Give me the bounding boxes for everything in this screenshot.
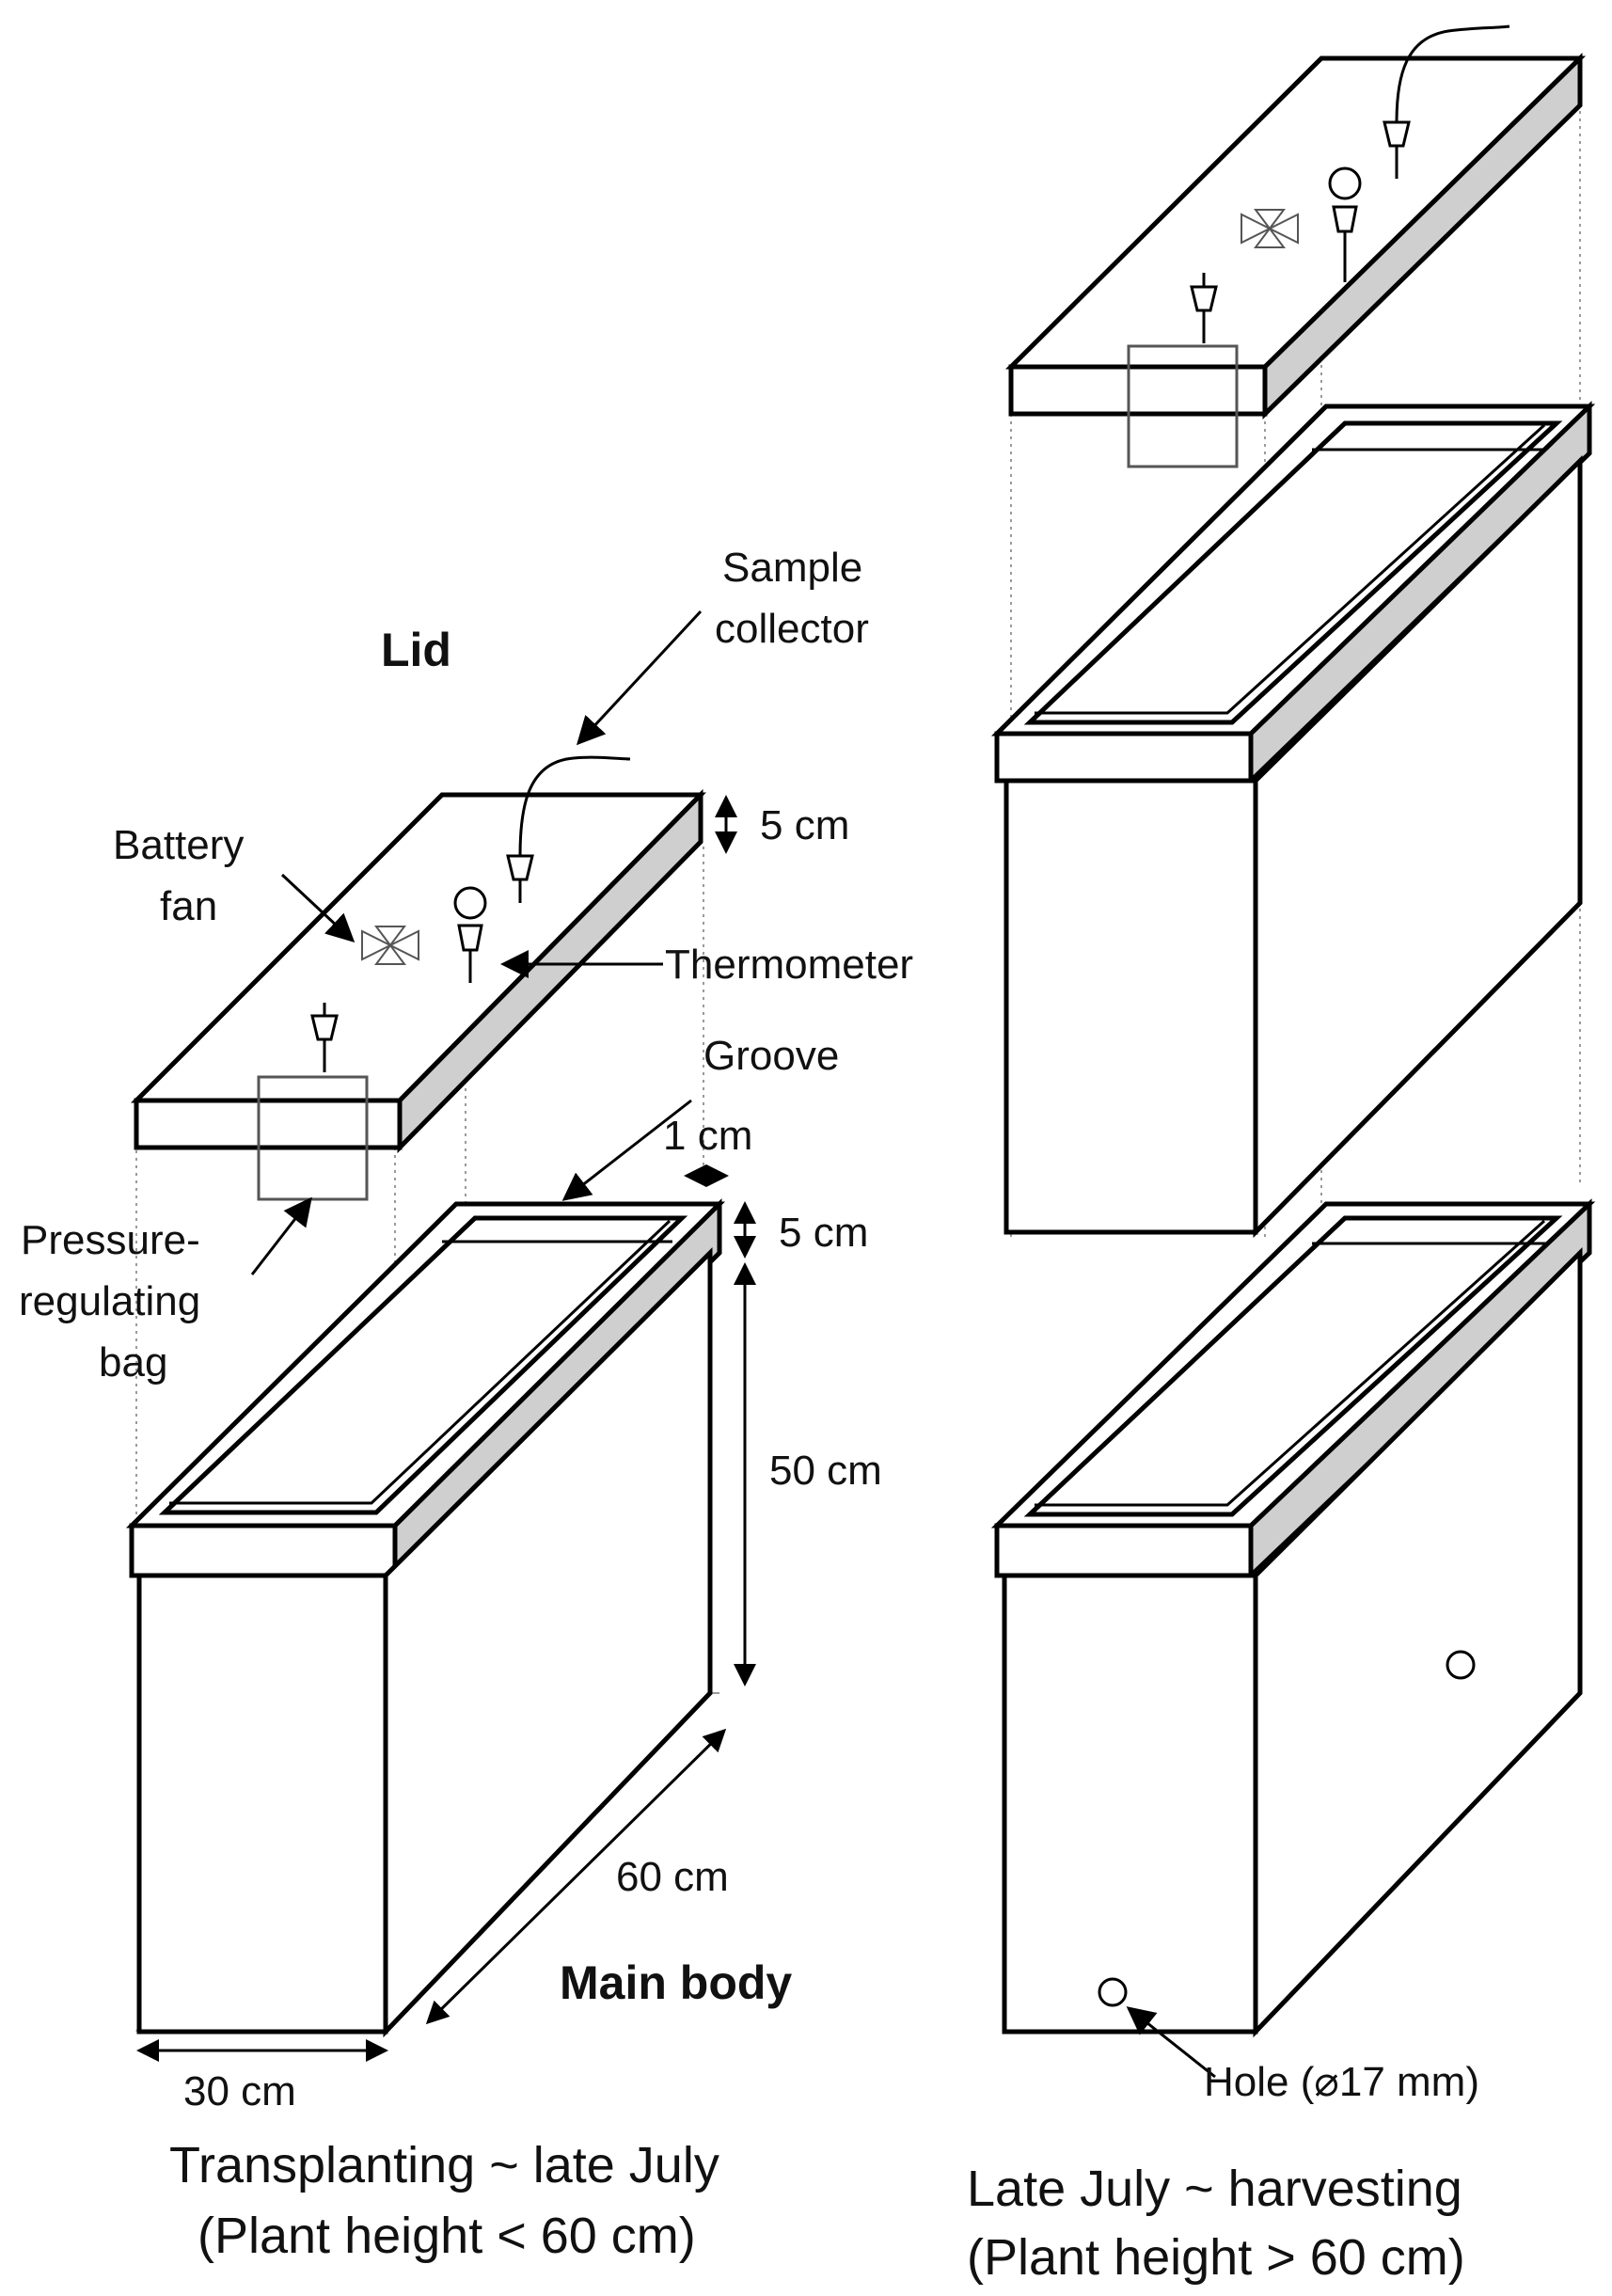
rim-height-dim: 5 cm [779,1210,868,1256]
right-main-body [990,1198,1596,2038]
body-height-dim: 50 cm [769,1448,882,1494]
battery-fan-label-2: fan [160,883,217,929]
sample-collector-label-1: Sample [722,545,862,591]
width-dim: 30 cm [183,2068,296,2114]
left-caption-2: (Plant height < 60 cm) [198,2208,696,2264]
lid-height-dim: 5 cm [760,802,849,848]
main-body-label: Main body [560,1956,792,2009]
pressure-bag-label-3: bag [99,1339,167,1386]
right-lid-top [1004,55,1587,370]
length-dim: 60 cm [616,1854,729,1900]
left-lid [130,755,706,1524]
lid-label: Lid [381,624,451,676]
groove-label: Groove [703,1033,839,1079]
lid-front-face [134,1098,403,1150]
battery-fan-label-1: Battery [113,822,244,868]
thermometer-icon [453,886,487,983]
right-extension [990,401,1596,1239]
lid-side-face [397,788,703,1154]
right-caption-1: Late July ~ harvesting [967,2161,1462,2217]
annotations [136,610,1216,2079]
rim-front [129,1523,398,1578]
right-valve-icon [1190,285,1218,312]
right-pressure-bag [1127,344,1239,468]
right-lid-side [1262,53,1583,420]
thermometer-label: Thermometer [665,942,913,988]
right-thermometer-icon [1328,166,1362,282]
battery-fan-icon [361,926,419,965]
groove-width-dim: 1 cm [663,1113,752,1159]
left-main-body [125,1198,726,2038]
sample-collector-label-2: collector [715,606,869,652]
sample-collector-icon [506,755,631,903]
body-front [136,1573,388,2035]
right-sample-collector-icon [1383,24,1510,179]
valve-icon [310,1014,339,1041]
pressure-bag-label-1: Pressure- [21,1217,200,1263]
right-lid-front [1008,364,1268,417]
hole-label: Hole (⌀17 mm) [1204,2059,1479,2105]
right-fan-icon [1241,209,1299,248]
right-caption-2: (Plant height > 60 cm) [967,2229,1465,2286]
rim-inner-opening [158,1215,688,1515]
left-caption-1: Transplanting ~ late July [169,2137,719,2193]
pressure-bag-label-2: regulating [19,1278,200,1324]
hole-front [1098,1977,1128,2007]
right-lid [1004,24,1587,1712]
pressure-bag [257,1075,369,1201]
hole-back [1446,1650,1476,1680]
labels: Lid Sample collector Battery fan Thermom… [19,545,1479,2286]
